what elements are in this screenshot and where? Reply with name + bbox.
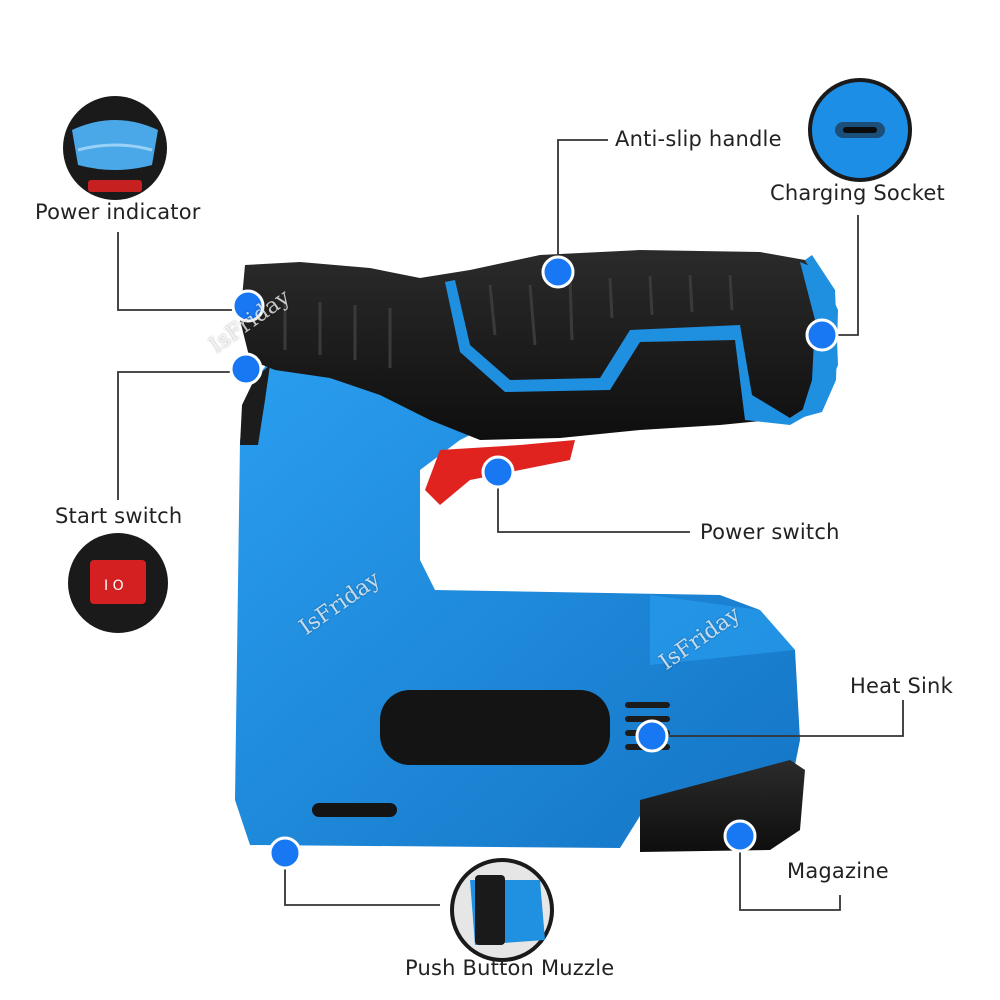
muzzle-thumbnail: [450, 858, 554, 962]
start-switch-thumbnail: I O: [68, 533, 168, 633]
rear-cap: [240, 365, 270, 445]
leader-power-indicator: [117, 232, 248, 311]
dot-power-switch: [481, 455, 515, 489]
leader-lines: [117, 139, 904, 911]
charging-socket-thumbnail: [808, 78, 912, 182]
leader-anti-slip-handle: [557, 139, 608, 272]
label-anti-slip-handle: Anti-slip handle: [615, 127, 782, 151]
leader-start-switch: [117, 371, 248, 500]
label-magazine: Magazine: [787, 859, 889, 883]
magazine-housing: [640, 760, 805, 852]
label-charging-socket: Charging Socket: [770, 181, 945, 205]
label-power-switch: Power switch: [700, 520, 840, 544]
dot-anti-slip-handle: [541, 255, 575, 289]
leader-magazine: [739, 836, 841, 911]
label-heat-sink: Heat Sink: [850, 674, 953, 698]
bottom-slot: [312, 803, 397, 817]
dot-heat-sink: [635, 719, 669, 753]
body-window: [380, 690, 610, 765]
grip-ridges: [283, 274, 734, 368]
leader-power-switch: [497, 472, 690, 533]
label-push-button-muzzle: Push Button Muzzle: [405, 956, 615, 980]
callout-dots: [229, 255, 839, 870]
dot-muzzle: [268, 836, 302, 870]
label-power-indicator: Power indicator: [35, 200, 201, 224]
dot-start-switch: [229, 352, 263, 386]
dot-magazine: [723, 819, 757, 853]
dot-charging-socket: [805, 318, 839, 352]
leader-muzzle: [284, 853, 440, 906]
handle-grip: [240, 250, 832, 440]
svg-text:I O: I O: [104, 578, 124, 594]
label-start-switch: Start switch: [55, 504, 183, 528]
dot-power-indicator: [231, 289, 265, 323]
leader-heat-sink: [652, 700, 904, 737]
power-indicator-thumbnail: [63, 96, 167, 200]
front-housing: [650, 595, 795, 665]
grip-accent: [445, 255, 838, 425]
